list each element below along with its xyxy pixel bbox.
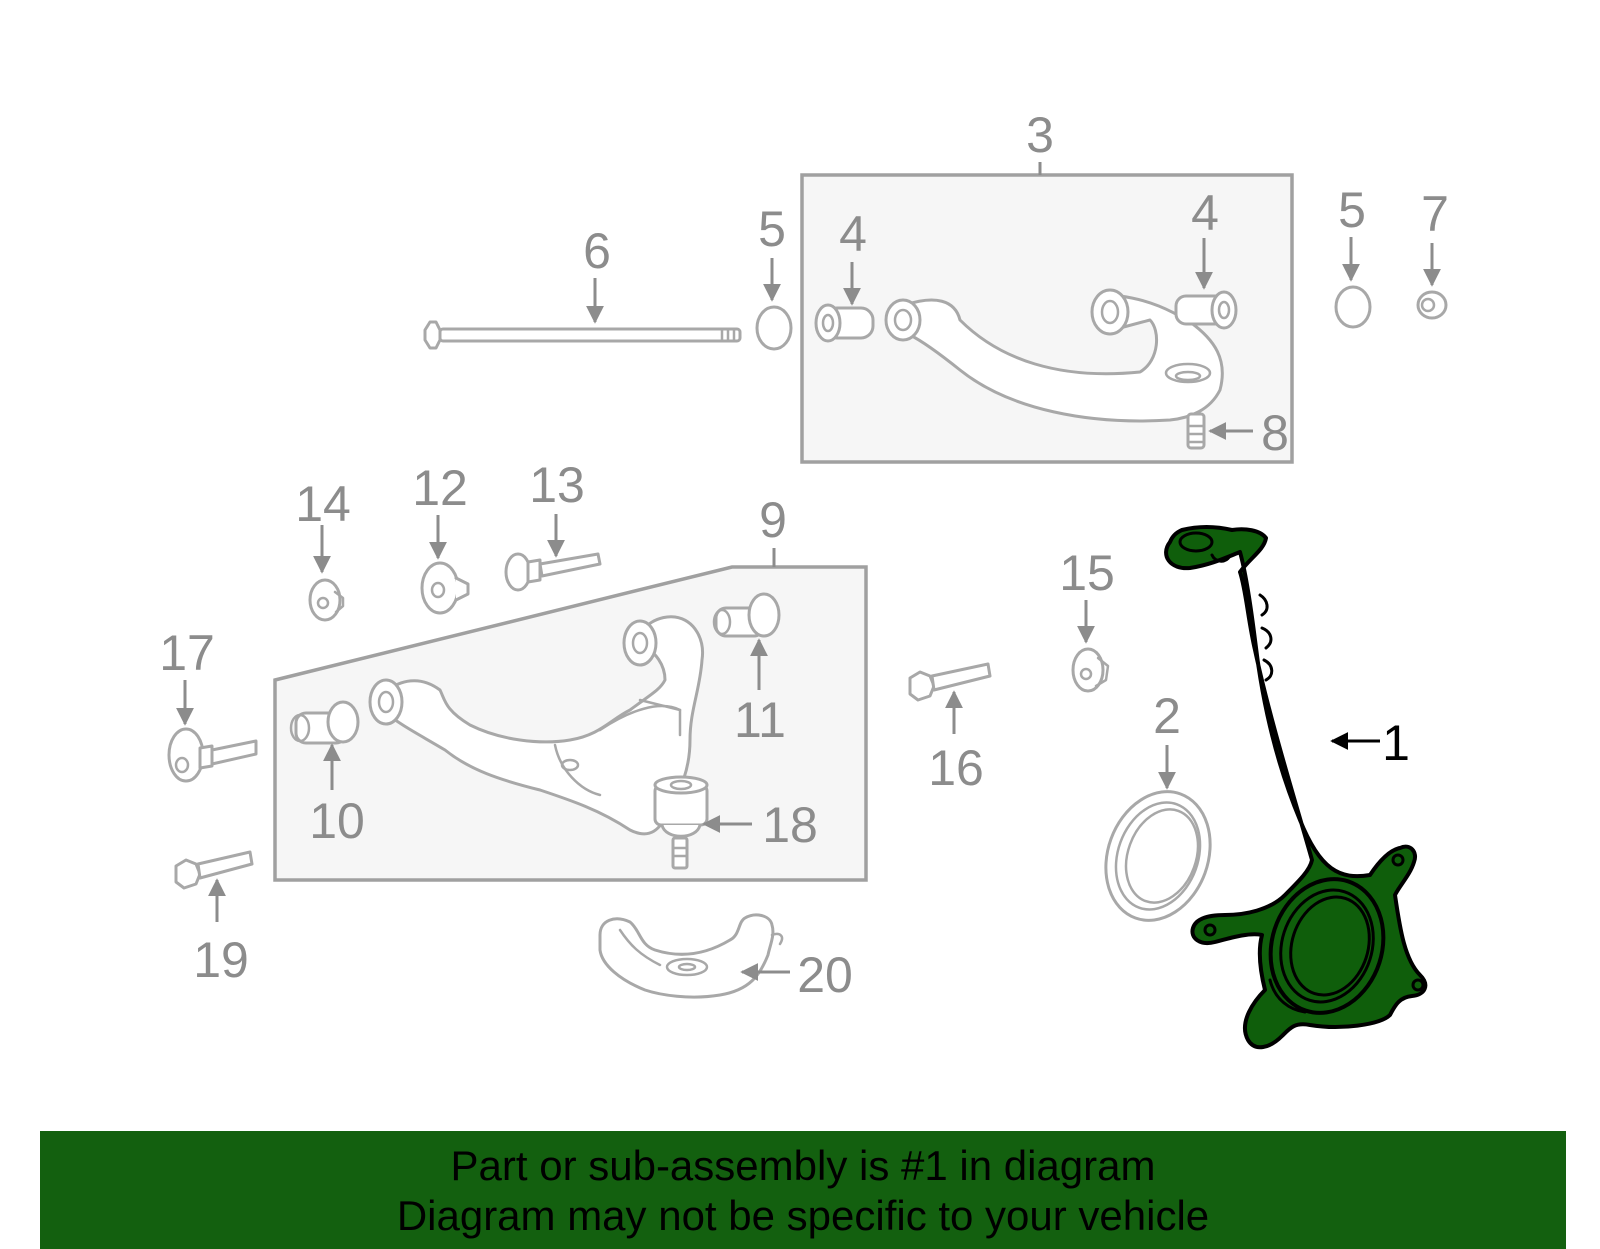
callout-15[interactable]: 15 <box>1059 545 1115 601</box>
callout-11[interactable]: 11 <box>734 692 786 748</box>
callout-3[interactable]: 3 <box>1026 107 1054 163</box>
callout-4-right[interactable]: 4 <box>1191 185 1219 241</box>
callout-1[interactable]: 1 <box>1382 715 1410 771</box>
part-20-bracket[interactable] <box>598 913 784 999</box>
part-4-bushing-left[interactable] <box>814 303 875 343</box>
part-5-washer-left[interactable] <box>755 305 793 351</box>
callout-8[interactable]: 8 <box>1261 405 1289 461</box>
callout-5-left[interactable]: 5 <box>758 201 786 257</box>
part-13-cam-bolt[interactable] <box>504 552 602 592</box>
banner-line-1: Part or sub-assembly is #1 in diagram <box>450 1142 1156 1189</box>
parts-diagram: 3 6 5 4 4 <box>159 107 1449 1050</box>
callout-16[interactable]: 16 <box>928 740 984 796</box>
part-5-washer-right[interactable] <box>1334 285 1372 329</box>
callout-13[interactable]: 13 <box>529 457 585 513</box>
callout-20[interactable]: 20 <box>797 947 853 1003</box>
callout-6[interactable]: 6 <box>583 223 611 279</box>
lower-control-arm[interactable] <box>368 615 705 836</box>
callout-17[interactable]: 17 <box>159 625 215 681</box>
callout-10[interactable]: 10 <box>309 793 365 849</box>
part-19-bolt[interactable] <box>174 850 254 890</box>
part-15-nut[interactable] <box>1071 647 1110 693</box>
part-2-seal[interactable] <box>1088 777 1227 935</box>
callout-12[interactable]: 12 <box>412 460 468 516</box>
callout-9[interactable]: 9 <box>759 492 787 548</box>
part-17-cam-bolt[interactable] <box>167 727 258 783</box>
callout-18[interactable]: 18 <box>762 797 818 853</box>
callout-5-right[interactable]: 5 <box>1338 182 1366 238</box>
info-banner: Part or sub-assembly is #1 in diagram Di… <box>40 1131 1566 1249</box>
banner-line-2: Diagram may not be specific to your vehi… <box>396 1192 1210 1239</box>
part-7-nut[interactable] <box>1416 290 1448 320</box>
callout-19[interactable]: 19 <box>193 932 249 988</box>
callout-14[interactable]: 14 <box>295 476 351 532</box>
part-4-bushing-right[interactable] <box>1174 290 1238 330</box>
part-6-bolt[interactable] <box>423 320 742 350</box>
part-16-bolt[interactable] <box>908 662 992 702</box>
part-10-bushing[interactable] <box>289 700 360 745</box>
callout-2[interactable]: 2 <box>1153 688 1181 744</box>
part-14-cam-plate[interactable] <box>308 578 345 622</box>
part-11-bushing[interactable] <box>712 592 781 638</box>
upper-control-arm[interactable] <box>884 288 1224 423</box>
part-12-cam-washer[interactable] <box>420 561 470 615</box>
callout-4-left[interactable]: 4 <box>839 206 867 262</box>
callout-7[interactable]: 7 <box>1421 186 1449 242</box>
part-8-ball-joint[interactable] <box>1186 412 1206 450</box>
part-1-steering-knuckle[interactable] <box>1164 525 1428 1050</box>
lower-arm-group-box <box>273 548 868 882</box>
part-18-ball-joint[interactable] <box>653 775 709 870</box>
